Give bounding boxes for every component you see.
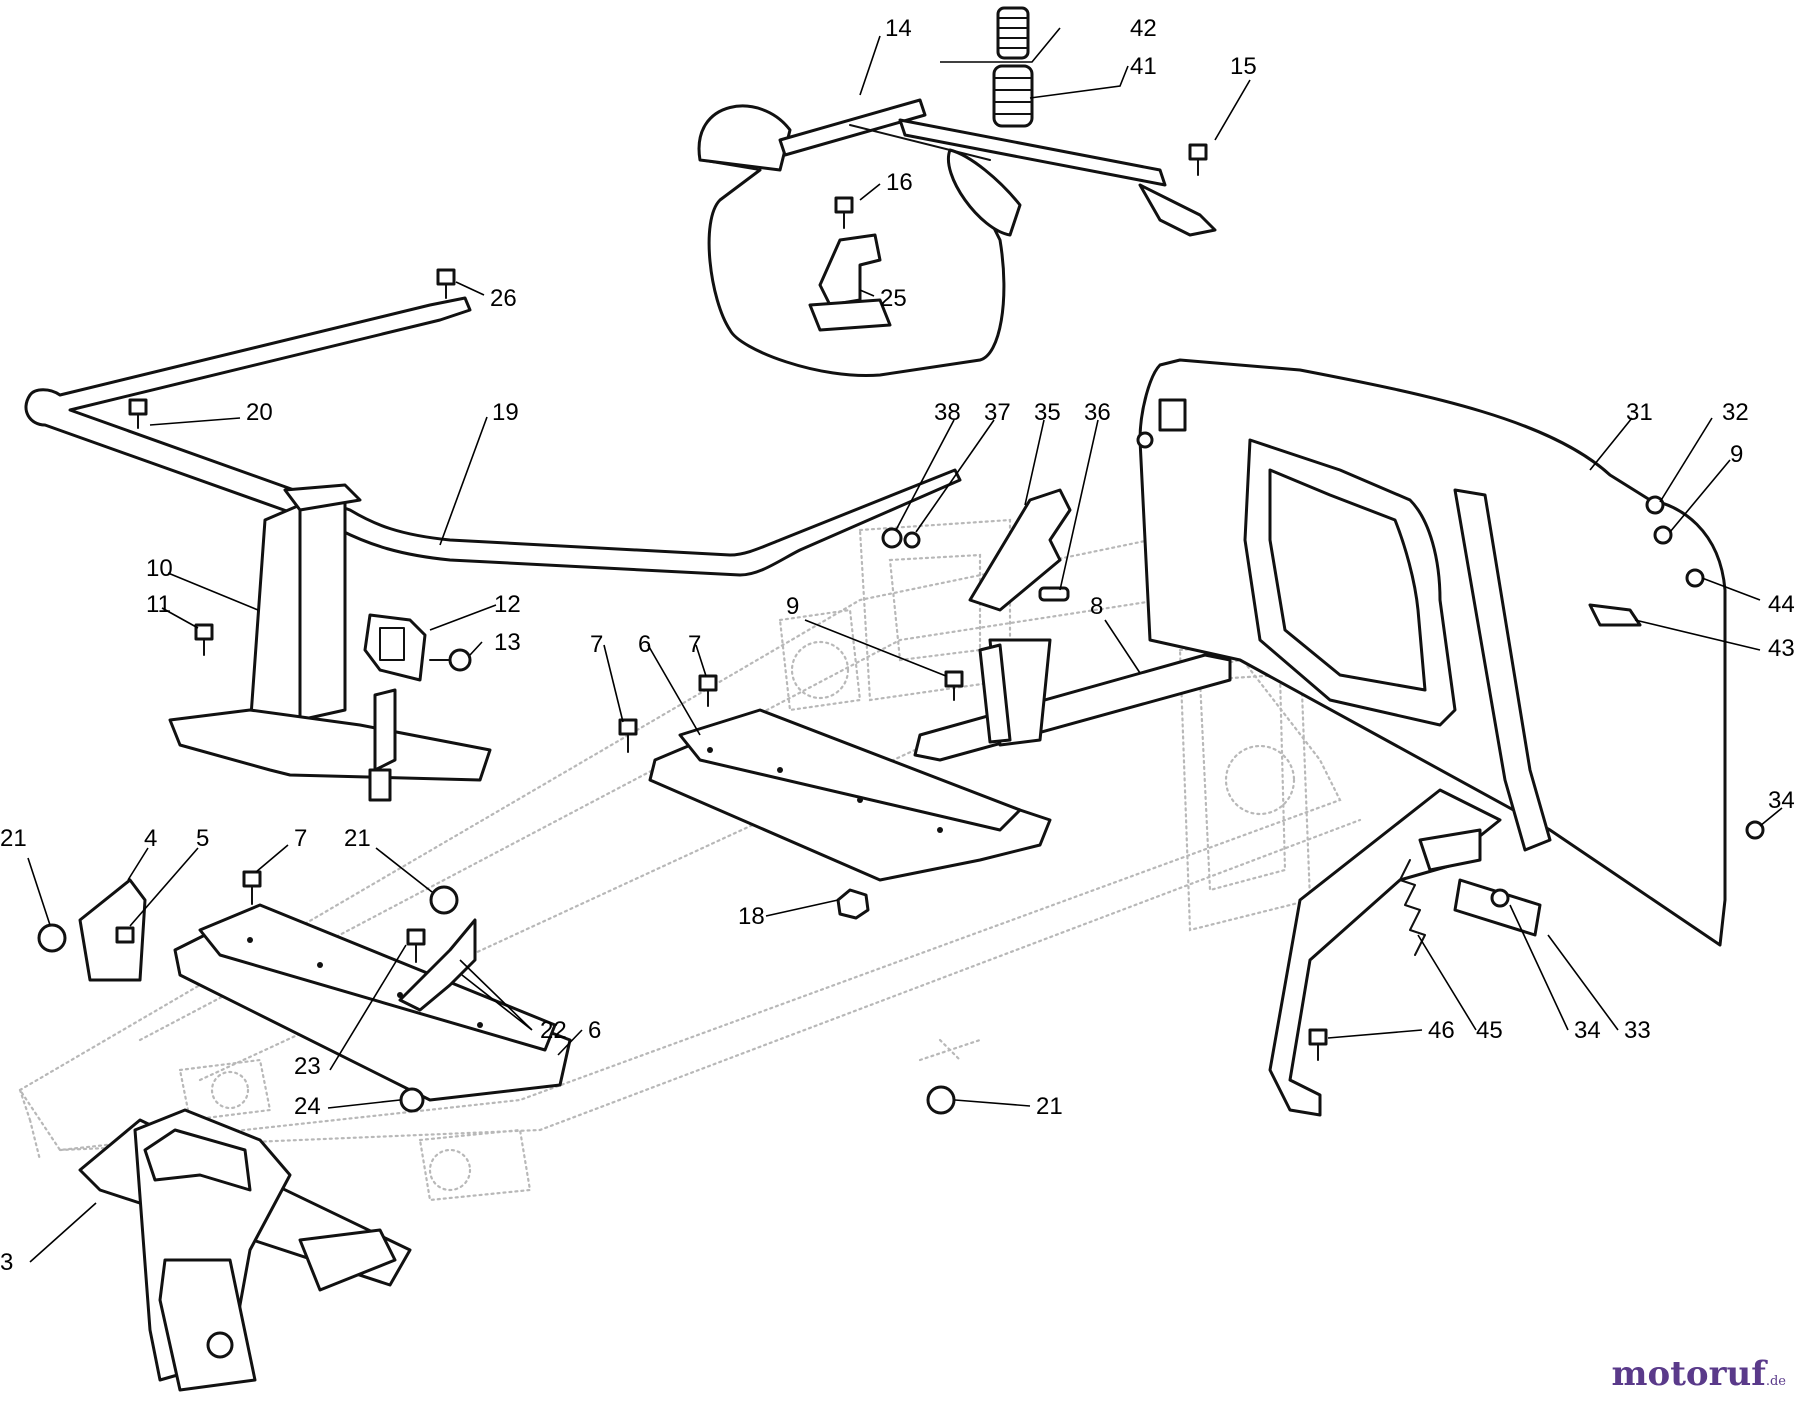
rear-bracket (926, 788, 1542, 1117)
front-support (78, 1108, 412, 1392)
label-7-c: 7 (294, 825, 307, 852)
watermark-suffix: .de (1765, 1374, 1786, 1389)
label-14: 14 (885, 15, 912, 42)
cross-rail-upper (618, 670, 1052, 920)
watermark-logo: motoruf.de (1612, 1354, 1786, 1394)
label-21-right: 21 (1036, 1093, 1063, 1120)
label-25: 25 (880, 285, 907, 312)
label-6-upper: 6 (638, 631, 651, 658)
label-19: 19 (492, 399, 519, 426)
label-5: 5 (196, 825, 209, 852)
cross-rail-lower (173, 870, 572, 1113)
label-18: 18 (738, 903, 765, 930)
label-31: 31 (1626, 399, 1653, 426)
label-46: 46 (1428, 1017, 1455, 1044)
label-9-mid: 9 (786, 593, 799, 620)
part-labels: 42 41 15 14 16 25 26 20 19 10 11 12 13 3… (0, 15, 1795, 1276)
label-9-right: 9 (1730, 441, 1743, 468)
label-15: 15 (1230, 53, 1257, 80)
label-22: 22 (540, 1017, 567, 1044)
label-35: 35 (1034, 399, 1061, 426)
leader-lines (27, 27, 1783, 1263)
label-43: 43 (1768, 635, 1795, 662)
label-33: 33 (1624, 1017, 1651, 1044)
label-7-b: 7 (688, 631, 701, 658)
label-36: 36 (1084, 399, 1111, 426)
label-34-lower: 34 (1574, 1017, 1601, 1044)
label-6-lower: 6 (588, 1017, 601, 1044)
label-3: 3 (0, 1249, 13, 1276)
label-21-left: 21 (0, 825, 27, 852)
label-41: 41 (1130, 53, 1157, 80)
label-38: 38 (934, 399, 961, 426)
label-44: 44 (1768, 591, 1795, 618)
label-42: 42 (1130, 15, 1157, 42)
label-12: 12 (494, 591, 521, 618)
label-23: 23 (294, 1053, 321, 1080)
label-45: 45 (1476, 1017, 1503, 1044)
label-11: 11 (146, 591, 171, 618)
label-21-mid: 21 (344, 825, 371, 852)
label-16: 16 (886, 169, 913, 196)
handle-bar (24, 268, 962, 577)
label-4: 4 (144, 825, 157, 852)
rear-panel (1136, 358, 1765, 947)
seat-adjust-bracket (881, 488, 1232, 762)
seat-frame (697, 6, 1217, 378)
label-7-a: 7 (590, 631, 603, 658)
seat-spring (992, 6, 1034, 128)
label-20: 20 (246, 399, 273, 426)
label-34-right: 34 (1768, 787, 1795, 814)
side-bracket (37, 878, 147, 982)
label-24: 24 (294, 1093, 321, 1120)
label-32: 32 (1722, 399, 1749, 426)
watermark-text: motoruf (1611, 1354, 1766, 1394)
label-13: 13 (494, 629, 521, 656)
label-37: 37 (984, 399, 1011, 426)
label-10: 10 (146, 555, 173, 582)
label-8: 8 (1090, 593, 1103, 620)
label-26: 26 (490, 285, 517, 312)
steering-column (168, 483, 492, 802)
